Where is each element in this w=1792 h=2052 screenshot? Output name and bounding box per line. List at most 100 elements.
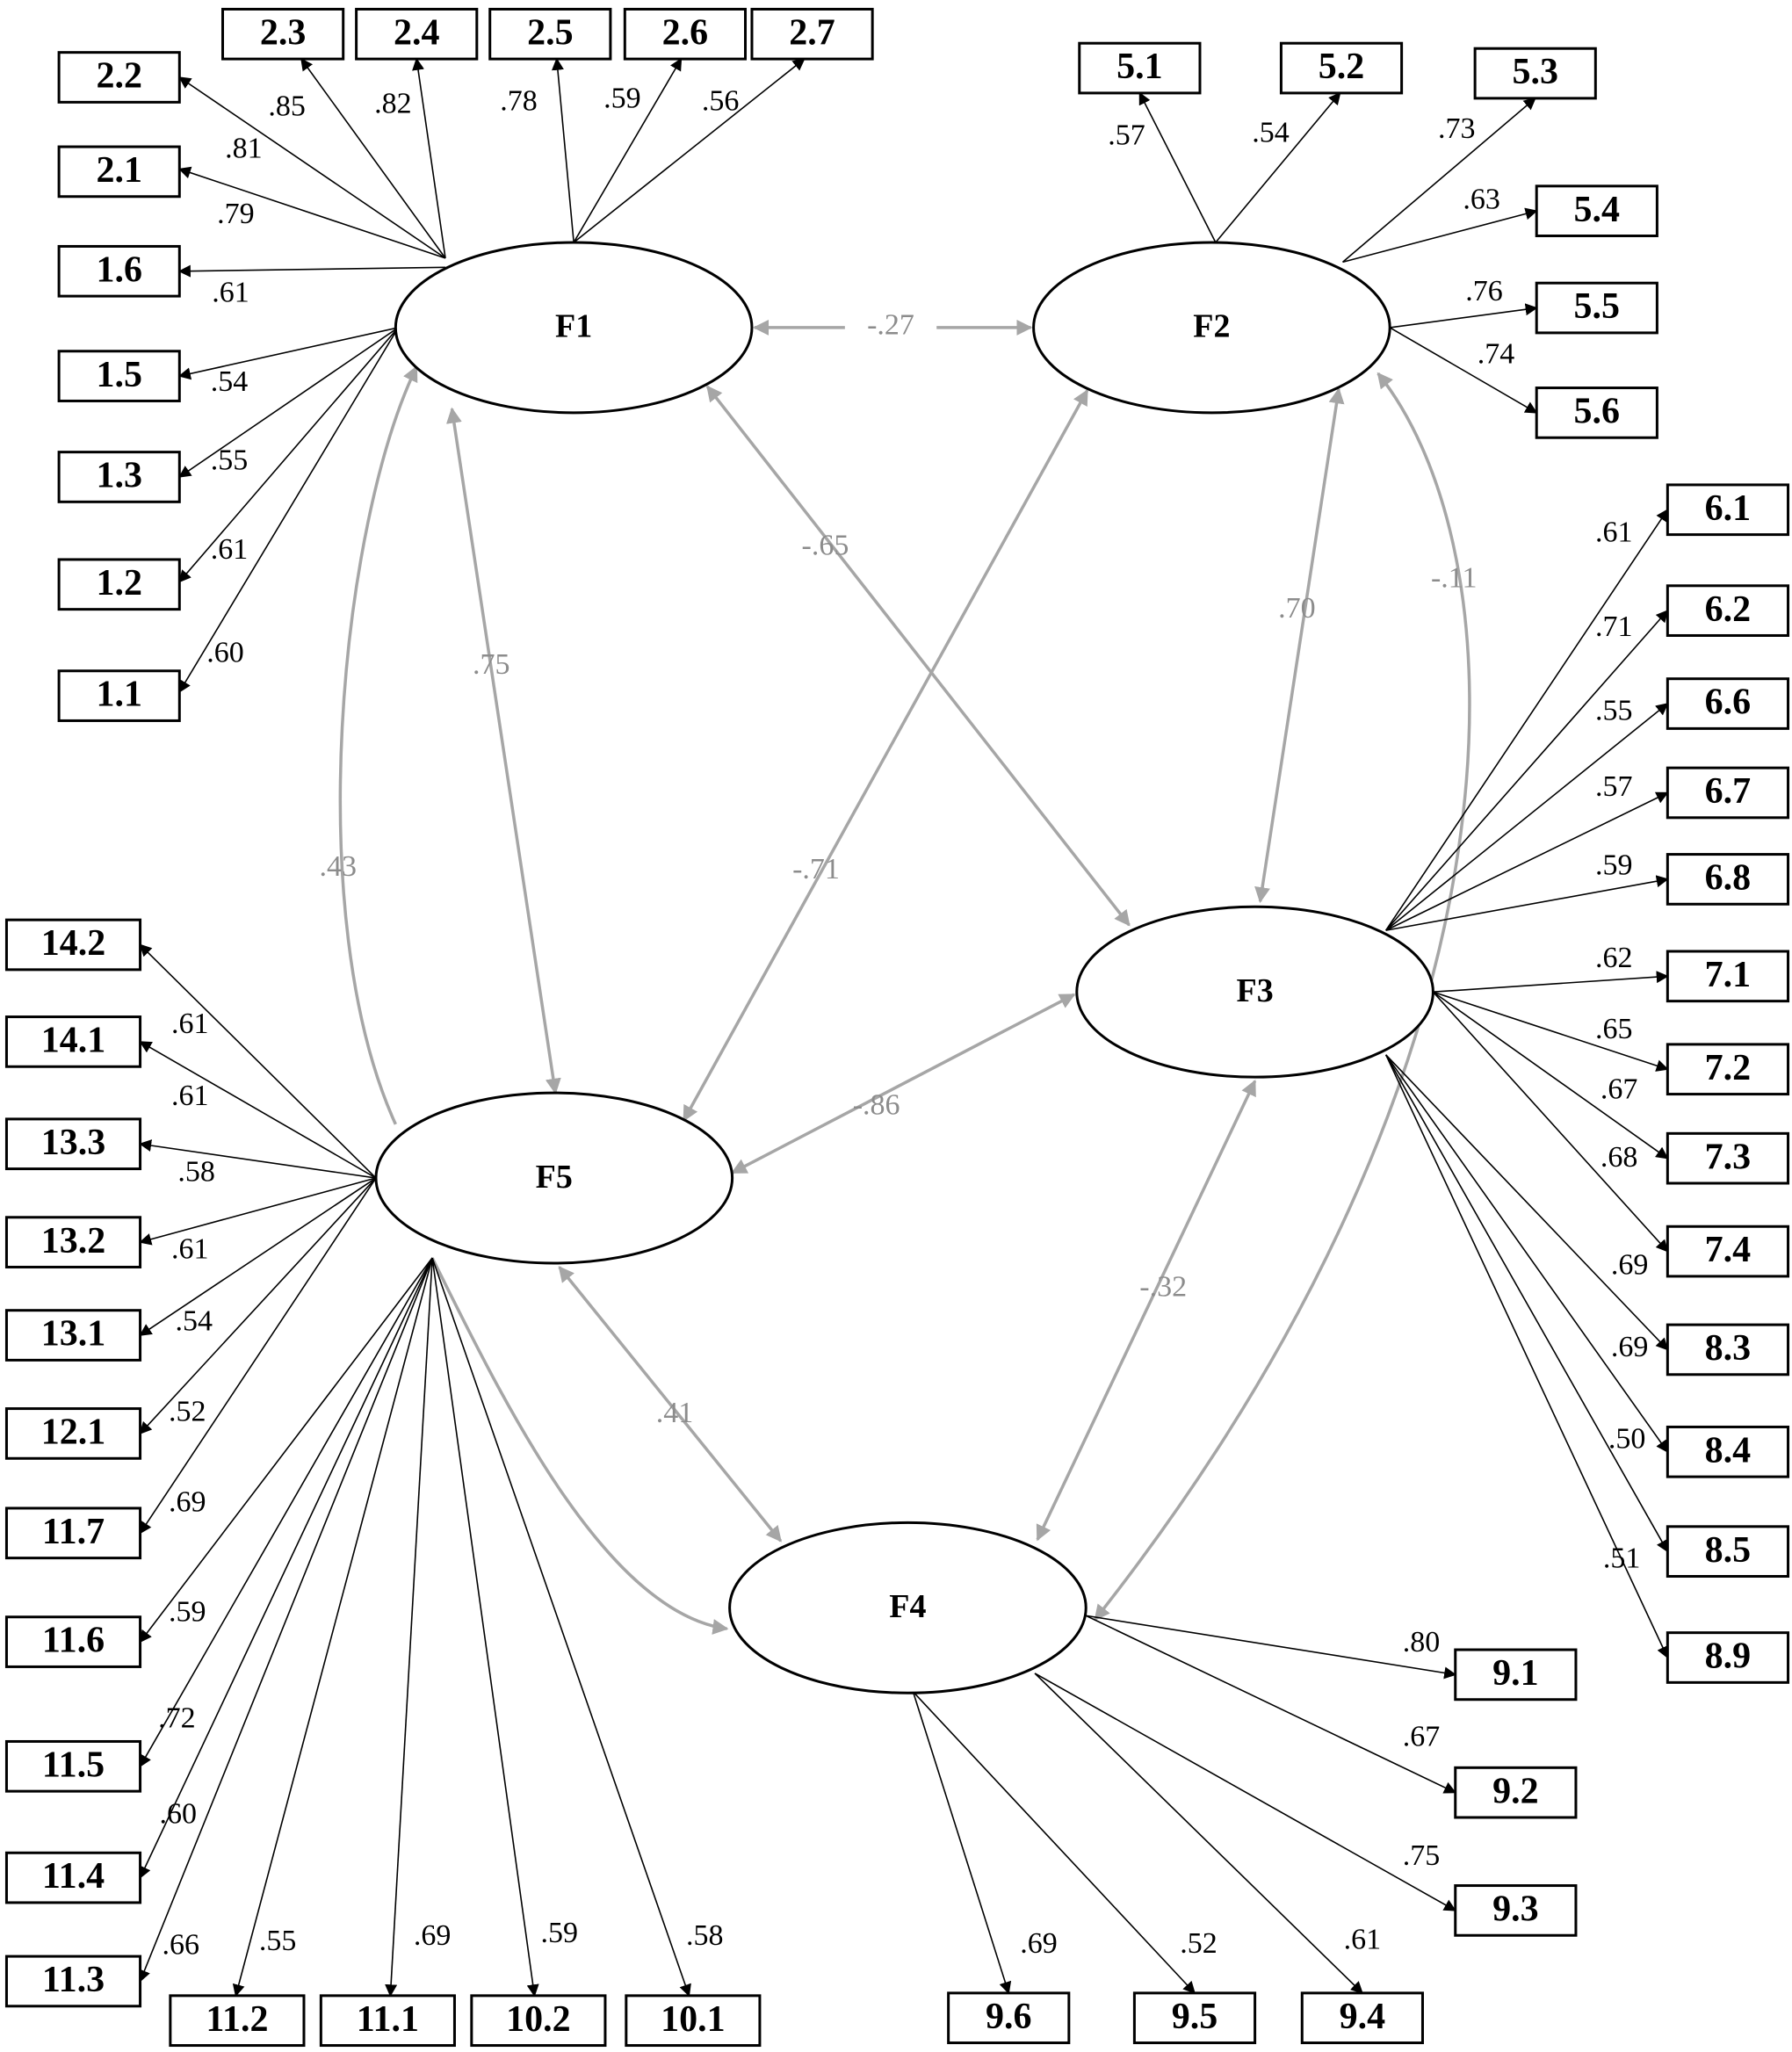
indicator-box-7-4: 7.4 bbox=[1666, 1225, 1790, 1278]
loading-value-13-1: .61 bbox=[171, 1232, 209, 1265]
indicator-rect-9-5 bbox=[1132, 1991, 1257, 2045]
loading-arrow-5-1 bbox=[1138, 91, 1217, 243]
indicator-rect-11-4 bbox=[4, 1851, 142, 1904]
indicator-label-5-4: 5.4 bbox=[1574, 190, 1621, 230]
indicator-rect-7-3 bbox=[1666, 1131, 1790, 1185]
indicator-label-1-2: 1.2 bbox=[96, 563, 142, 603]
loading-value-9-1: .80 bbox=[1403, 1626, 1441, 1658]
indicator-rect-8-3 bbox=[1666, 1323, 1790, 1376]
loading-value-11-2: .66 bbox=[163, 1928, 200, 1961]
loading-value-6-6: .55 bbox=[1595, 694, 1633, 726]
indicator-box-10-2: 10.2 bbox=[470, 1994, 607, 2048]
loading-value-7-1: .62 bbox=[1595, 942, 1633, 974]
indicator-box-6-8: 6.8 bbox=[1666, 853, 1790, 906]
indicator-box-2-2: 2.2 bbox=[57, 51, 181, 104]
indicator-box-7-1: 7.1 bbox=[1666, 950, 1790, 1003]
indicator-label-11-6: 11.6 bbox=[42, 1621, 105, 1661]
loading-value-1-5: .54 bbox=[211, 365, 249, 398]
indicator-box-1-2: 1.2 bbox=[57, 558, 181, 611]
covariance-f1-f3-label: -.65 bbox=[802, 529, 849, 561]
indicator-box-11-2: 11.2 bbox=[169, 1994, 306, 2048]
loading-value-11-6: .69 bbox=[169, 1485, 206, 1518]
loading-arrow-13-1 bbox=[139, 1177, 377, 1336]
indicator-label-11-5: 11.5 bbox=[42, 1745, 105, 1785]
indicator-box-9-4: 9.4 bbox=[1300, 1991, 1424, 2045]
loading-arrow-13-3 bbox=[139, 1139, 377, 1179]
factor-f1: F1 bbox=[394, 241, 754, 415]
loading-value-9-4: .61 bbox=[1344, 1923, 1382, 1955]
indicator-rect-7-4 bbox=[1666, 1225, 1790, 1278]
indicator-box-6-6: 6.6 bbox=[1666, 677, 1790, 730]
covariance-layer: -.27-.65.75.43.70-.71-.11-.86-.32.41 bbox=[319, 309, 1478, 1635]
indicator-box-9-6: 9.6 bbox=[947, 1991, 1071, 2045]
indicator-box-11-6: 11.6 bbox=[4, 1615, 142, 1668]
indicator-box-11-3: 11.3 bbox=[4, 1954, 142, 2008]
loading-arrow-8-3 bbox=[1385, 1054, 1669, 1351]
indicator-box-9-3: 9.3 bbox=[1454, 1884, 1578, 1937]
indicator-rect-5-3 bbox=[1473, 47, 1597, 100]
loading-arrow-7-4 bbox=[1432, 991, 1669, 1253]
indicator-rect-8-9 bbox=[1666, 1631, 1790, 1684]
indicator-box-1-5: 1.5 bbox=[57, 350, 181, 402]
loading-arrow-1-1 bbox=[178, 327, 400, 693]
loading-arrow-13-2 bbox=[139, 1177, 377, 1246]
loading-arrow-2-7 bbox=[573, 58, 806, 243]
loading-value-5-4: .63 bbox=[1463, 184, 1500, 216]
factor-ellipse-f1 bbox=[394, 241, 754, 415]
indicator-box-5-6: 5.6 bbox=[1535, 387, 1658, 439]
loading-arrow-5-6 bbox=[1389, 327, 1538, 414]
indicator-label-7-1: 7.1 bbox=[1705, 955, 1752, 995]
loading-value-8-5: .50 bbox=[1608, 1423, 1646, 1456]
indicator-rect-11-7 bbox=[4, 1506, 142, 1560]
covariance-f1-f4-arc-lower bbox=[430, 1257, 729, 1635]
loading-arrow-1-3 bbox=[178, 327, 399, 478]
loading-value-8-4: .69 bbox=[1611, 1331, 1649, 1363]
indicator-label-7-2: 7.2 bbox=[1705, 1048, 1752, 1088]
indicator-rect-2-6 bbox=[623, 7, 748, 61]
indicator-rect-11-2 bbox=[169, 1994, 306, 2048]
indicator-rect-6-7 bbox=[1666, 766, 1790, 820]
indicator-rect-13-1 bbox=[4, 1309, 142, 1362]
loading-value-13-2: .58 bbox=[177, 1155, 215, 1188]
loading-arrow-12-1 bbox=[139, 1177, 377, 1434]
factor-ellipse-f5 bbox=[374, 1091, 734, 1265]
loading-arrow-2-2 bbox=[178, 76, 446, 259]
indicator-rect-1-1 bbox=[57, 669, 181, 722]
indicator-label-6-2: 6.2 bbox=[1705, 589, 1752, 630]
indicator-label-2-1: 2.1 bbox=[96, 150, 142, 191]
indicator-box-2-6: 2.6 bbox=[623, 7, 748, 61]
indicator-box-6-7: 6.7 bbox=[1666, 766, 1790, 820]
loading-arrow-8-9 bbox=[1384, 1054, 1669, 1659]
indicator-label-7-3: 7.3 bbox=[1705, 1137, 1752, 1177]
loading-arrow-9-4 bbox=[1034, 1673, 1363, 1994]
indicator-box-9-5: 9.5 bbox=[1132, 1991, 1257, 2045]
indicator-label-5-1: 5.1 bbox=[1116, 47, 1163, 87]
loading-value-2-2: .81 bbox=[225, 132, 263, 164]
loading-arrow-2-3 bbox=[300, 57, 446, 259]
indicator-box-14-1: 14.1 bbox=[4, 1015, 142, 1068]
indicator-label-9-4: 9.4 bbox=[1340, 1997, 1386, 2037]
loading-value-12-1: .54 bbox=[175, 1304, 213, 1337]
loading-arrow-7-3 bbox=[1432, 991, 1669, 1160]
indicator-label-11-7: 11.7 bbox=[42, 1512, 105, 1552]
loading-value-2-5: .78 bbox=[500, 85, 538, 118]
indicator-label-8-3: 8.3 bbox=[1705, 1328, 1752, 1369]
indicator-label-1-1: 1.1 bbox=[96, 675, 142, 715]
indicator-box-2-1: 2.1 bbox=[57, 145, 181, 199]
loading-arrow-2-6 bbox=[573, 57, 683, 243]
factor-ellipse-f4 bbox=[728, 1521, 1087, 1694]
loading-arrow-1-6 bbox=[177, 264, 446, 278]
indicator-label-14-2: 14.2 bbox=[41, 923, 106, 964]
loading-value-6-1: .61 bbox=[1595, 516, 1633, 548]
loading-arrow-9-5 bbox=[912, 1691, 1196, 1994]
indicator-label-14-1: 14.1 bbox=[41, 1021, 106, 1061]
loading-value-9-2: .67 bbox=[1403, 1720, 1441, 1752]
indicator-rect-6-6 bbox=[1666, 677, 1790, 730]
indicator-label-9-5: 9.5 bbox=[1172, 1997, 1218, 2037]
indicator-rect-1-6 bbox=[57, 244, 181, 298]
loading-value-1-3: .55 bbox=[211, 444, 249, 476]
factor-f2: F2 bbox=[1032, 241, 1391, 415]
covariance-f5-f4-arrow bbox=[558, 1266, 783, 1543]
indicator-rect-5-2 bbox=[1279, 41, 1404, 95]
